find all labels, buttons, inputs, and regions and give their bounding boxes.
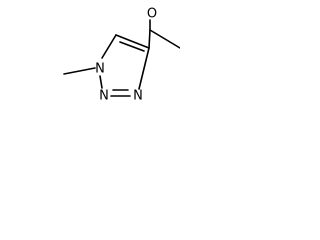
bond-n1-c5 [101,34,117,59]
bond-c4-carbonyl [148,29,151,49]
bond-c4-n3 [138,47,150,90]
atom-oxygen-label: O [147,7,157,22]
atom-nitrogen-2-label: N [99,89,109,104]
bond-c5-c4-inner [119,41,145,52]
chemical-structure-diagram: O N N N [63,7,180,104]
bond-n2-n1 [99,75,103,89]
atom-nitrogen-3-label: N [133,89,143,104]
bond-methyl-n1 [63,67,96,75]
bond-c5-c4 [115,34,150,49]
bond-carbonyl-methyl [149,29,180,49]
atom-nitrogen-1-label: N [95,62,105,77]
